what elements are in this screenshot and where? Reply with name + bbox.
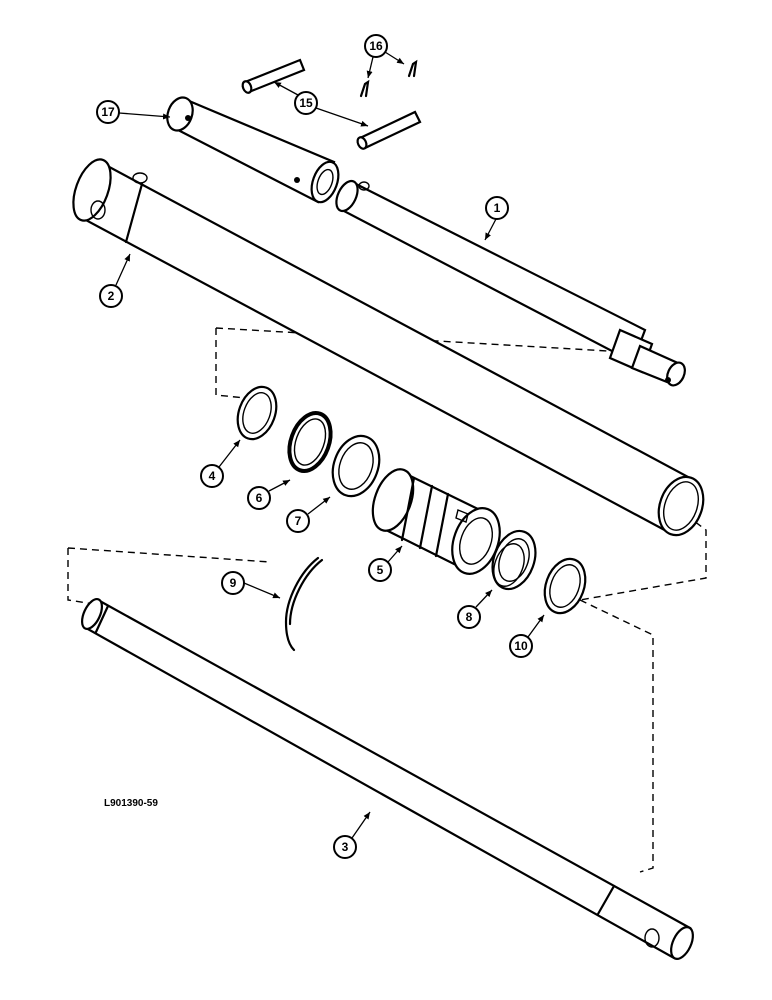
- leader-6: [268, 479, 291, 492]
- part-2-cylinder-barrel: [72, 158, 705, 537]
- part-10-wiper: [543, 557, 587, 615]
- callout-8: 8: [457, 605, 481, 629]
- part-3-rod: [80, 598, 694, 960]
- part-5-piston: [371, 468, 501, 575]
- leader-1: [484, 218, 497, 241]
- callout-17: 17: [96, 100, 120, 124]
- svg-text:17: 17: [101, 105, 115, 119]
- part-7-seal: [331, 434, 381, 498]
- svg-text:4: 4: [209, 469, 216, 483]
- part-16-cotter-pins: [359, 59, 418, 98]
- part-9-snap-ring: [284, 556, 324, 652]
- svg-text:16: 16: [369, 39, 383, 53]
- part-8-bearing: [491, 529, 537, 591]
- callout-4: 4: [200, 464, 224, 488]
- callout-16: 16: [364, 34, 388, 58]
- callout-3: 3: [333, 835, 357, 859]
- svg-text:1: 1: [494, 201, 501, 215]
- part-1-piston-rod: [335, 179, 686, 387]
- callout-15: 15: [294, 91, 318, 115]
- svg-text:15: 15: [299, 96, 313, 110]
- leader-9: [243, 582, 281, 599]
- leader-10: [527, 614, 545, 638]
- leader-5: [387, 545, 403, 563]
- svg-text:10: 10: [514, 639, 528, 653]
- leader-16b: [384, 51, 405, 65]
- leader-15b: [315, 107, 369, 127]
- callout-7: 7: [286, 509, 310, 533]
- callout-6: 6: [247, 486, 271, 510]
- callout-9: 9: [221, 571, 245, 595]
- callout-2: 2: [99, 284, 123, 308]
- part-6-wear-ring: [287, 411, 333, 473]
- part-17-sleeve: [166, 96, 340, 204]
- svg-text:7: 7: [295, 514, 302, 528]
- leader-3: [351, 811, 371, 839]
- figure-id: L901390-59: [104, 798, 158, 809]
- leader-2: [115, 253, 131, 286]
- leader-7: [307, 496, 331, 515]
- part-4-ring: [236, 385, 278, 441]
- part-15-pins: [241, 58, 422, 150]
- callout-1: 1: [485, 196, 509, 220]
- leader-15a: [273, 81, 299, 96]
- svg-text:8: 8: [466, 610, 473, 624]
- leader-4: [218, 439, 241, 468]
- leader-17: [118, 112, 171, 120]
- svg-text:6: 6: [256, 491, 263, 505]
- callout-5: 5: [368, 558, 392, 582]
- svg-text:9: 9: [230, 576, 237, 590]
- svg-text:5: 5: [377, 563, 384, 577]
- svg-text:2: 2: [108, 289, 115, 303]
- leader-16a: [366, 56, 374, 79]
- svg-text:3: 3: [342, 840, 349, 854]
- leader-8: [475, 589, 493, 608]
- callout-10: 10: [509, 634, 533, 658]
